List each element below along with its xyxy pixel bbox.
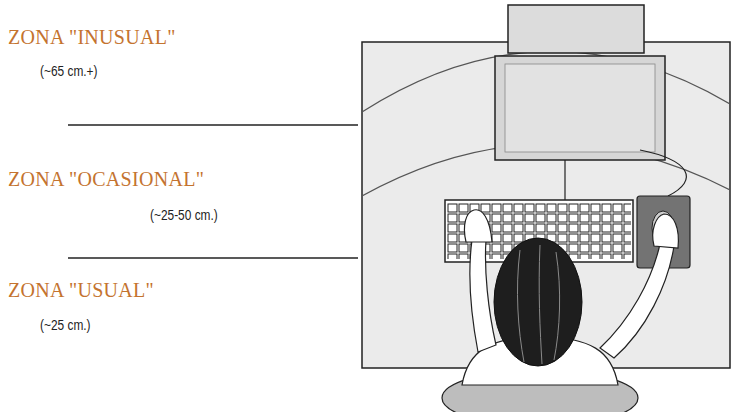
zone-name: ZONA "USUAL" — [8, 279, 154, 301]
left-hand — [464, 210, 492, 242]
screen-glass — [505, 64, 655, 152]
zone-name: ZONA "INUSUAL" — [8, 26, 176, 48]
left-arm — [470, 240, 496, 352]
zone-name: ZONA "OCASIONAL" — [8, 168, 204, 190]
right-hand — [653, 214, 679, 248]
head-hair — [494, 238, 582, 366]
monitor-screen — [495, 56, 665, 160]
dimension-label: (~25-50 cm.) — [150, 208, 218, 223]
zone-divider — [68, 124, 358, 126]
keyboard-cable — [564, 160, 565, 200]
mouse-cable — [640, 150, 686, 196]
hair-strands — [517, 245, 559, 364]
desk-top — [362, 42, 730, 368]
zone-divider — [68, 257, 358, 259]
dimension-label: (~25 cm.) — [40, 318, 91, 333]
right-arm — [600, 244, 674, 358]
monitor-back — [508, 5, 644, 53]
dimension-label: (~65 cm.+) — [40, 64, 98, 79]
